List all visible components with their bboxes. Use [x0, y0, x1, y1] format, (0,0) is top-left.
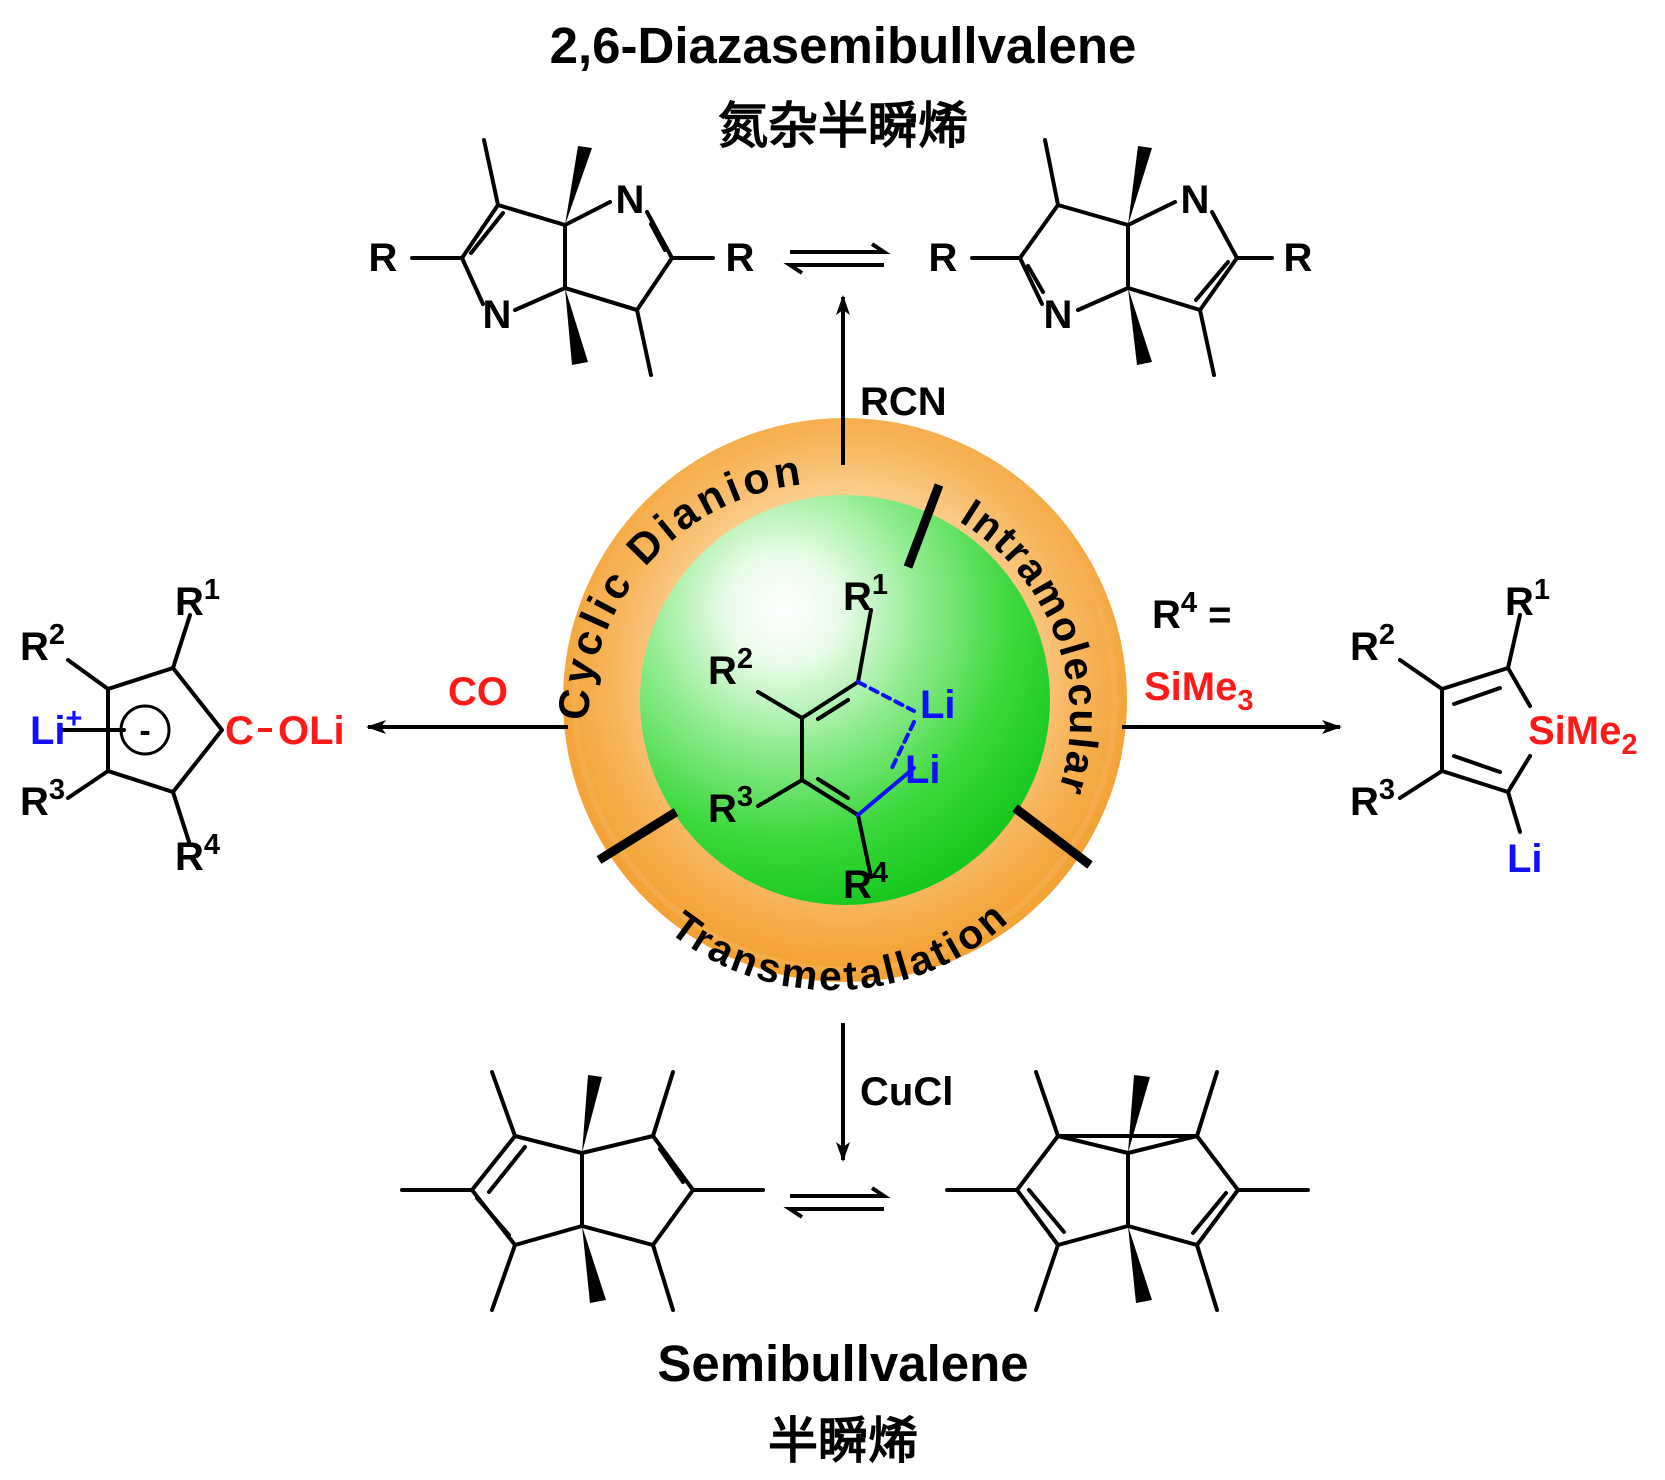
- carbonyl-carbon: C: [225, 709, 254, 753]
- arrow-left: CO: [366, 670, 568, 734]
- ring-divider: [596, 808, 679, 864]
- substituent-r3: R3: [20, 774, 65, 824]
- reagent-cucl: CuCl: [860, 1070, 953, 1114]
- diazasemibullvalene-left: R R N N: [369, 138, 755, 377]
- reagent-sime3: SiMe3: [1144, 665, 1254, 717]
- ring-divider: [1012, 804, 1093, 869]
- semibullvalene-right: [945, 1070, 1310, 1312]
- r-group: R: [929, 236, 958, 280]
- substituent-r3: R3: [708, 781, 753, 831]
- reagent-co: CO: [448, 670, 508, 714]
- lithium-atom: Li: [1507, 837, 1543, 881]
- center-sphere: Cyclic Dianion Intramolecular Transmetal…: [550, 418, 1127, 999]
- substituent-r1: R1: [1505, 574, 1550, 624]
- semibullvalene-chinese-title: 半瞬烯: [768, 1412, 918, 1470]
- substituent-r2: R2: [1350, 619, 1395, 669]
- cyclopentadienide-product: - Li+ C OLi R1 R2 R3 R4: [20, 574, 345, 879]
- arrow-up: RCN: [836, 295, 947, 465]
- r-group: R: [1284, 236, 1313, 280]
- r-group: R: [369, 236, 398, 280]
- silole-product: SiMe2 Li R1 R2 R3: [1350, 574, 1638, 881]
- lithium-olate: OLi: [278, 709, 345, 753]
- r-group: R: [726, 236, 755, 280]
- arrow-right: R4 = SiMe3: [1122, 587, 1342, 734]
- substituent-r2: R2: [708, 643, 753, 693]
- silicon-atom: SiMe2: [1528, 709, 1638, 761]
- reagent-r4: R4 =: [1152, 587, 1232, 637]
- bottom-title: Semibullvalene 半瞬烯: [657, 1335, 1028, 1470]
- dilithio-butadiene: Li Li R1 R2 R3 R4: [708, 569, 956, 907]
- diazasemibullvalene-title: 2,6-Diazasemibullvalene: [550, 17, 1137, 74]
- substituent-r4: R4: [843, 857, 888, 907]
- li-atom-top: Li: [920, 683, 956, 727]
- diazasemibullvalene-chinese-title: 氮杂半瞬烯: [718, 97, 968, 155]
- li-atom-bottom: Li: [905, 748, 941, 792]
- n-atom: N: [483, 293, 512, 337]
- arrow-down: CuCl: [836, 1023, 953, 1162]
- semibullvalene-title: Semibullvalene: [657, 1335, 1028, 1392]
- substituent-r1: R1: [175, 574, 220, 624]
- anion-charge: -: [139, 712, 150, 750]
- substituent-r2: R2: [20, 619, 65, 669]
- equilibrium-arrows-top: [783, 242, 891, 275]
- ring-divider: [903, 483, 944, 569]
- n-atom: N: [1181, 178, 1210, 222]
- substituent-r4: R4: [175, 829, 220, 879]
- top-title: 2,6-Diazasemibullvalene 氮杂半瞬烯: [550, 17, 1137, 155]
- diazasemibullvalene-right: R R N N: [929, 138, 1313, 377]
- substituent-r3: R3: [1350, 774, 1395, 824]
- semibullvalene-left: [400, 1070, 765, 1312]
- reagent-rcn: RCN: [860, 380, 947, 424]
- equilibrium-arrows-bottom: [783, 1186, 891, 1219]
- n-atom: N: [616, 178, 645, 222]
- li-cation: Li+: [30, 703, 82, 753]
- substituent-r1: R1: [843, 569, 888, 619]
- n-atom: N: [1044, 293, 1073, 337]
